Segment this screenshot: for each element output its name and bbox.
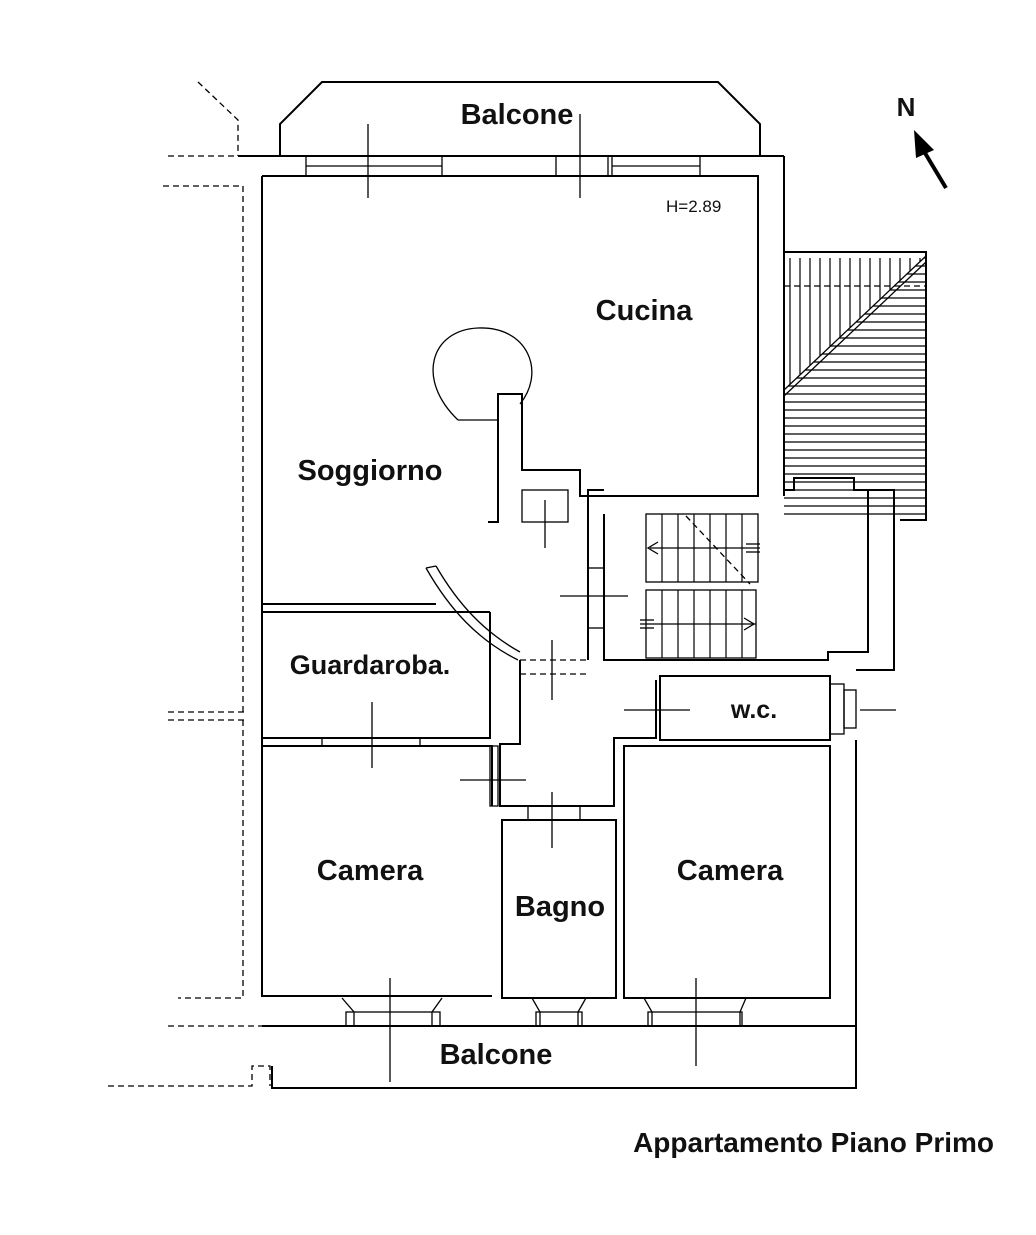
- stairwell: [560, 477, 895, 671]
- room-label-wc: w.c.: [730, 696, 777, 724]
- living-curved-door: [425, 565, 521, 661]
- room-label-camera-right: Camera: [677, 855, 784, 887]
- room-label-balcone-south: Balcone: [440, 1039, 553, 1071]
- room-label-cucina: Cucina: [596, 295, 694, 327]
- room-label-balcone-north: Balcone: [461, 99, 574, 131]
- room-label-camera-left: Camera: [317, 855, 424, 887]
- south-balcony: Balcone: [341, 978, 747, 1082]
- guardaroba-room: Guardaroba.: [290, 650, 451, 768]
- outer-walls: [261, 156, 857, 1089]
- external-stair-hatch: [783, 251, 927, 521]
- room-label-soggiorno: Soggiorno: [298, 455, 443, 487]
- bagno-room: Bagno: [501, 792, 617, 999]
- kitchen-fixtures: H=2.89: [432, 197, 721, 548]
- camera-left-room: Camera: [317, 745, 499, 887]
- room-label-bagno: Bagno: [515, 891, 605, 923]
- north-arrow-icon: [914, 130, 934, 158]
- compass-north-label: N: [897, 92, 916, 122]
- adjacent-building-outline: [108, 81, 271, 1087]
- wc-room: w.c.: [659, 675, 896, 741]
- corridor: [460, 640, 690, 807]
- camera-right-room: Camera: [623, 740, 857, 1026]
- room-label-guardaroba: Guardaroba.: [290, 650, 451, 680]
- north-balcony: Balcone: [238, 81, 784, 198]
- plan-caption: Appartamento Piano Primo: [633, 1127, 994, 1158]
- ceiling-height-note: H=2.89: [666, 197, 721, 216]
- north-compass: N: [897, 92, 948, 190]
